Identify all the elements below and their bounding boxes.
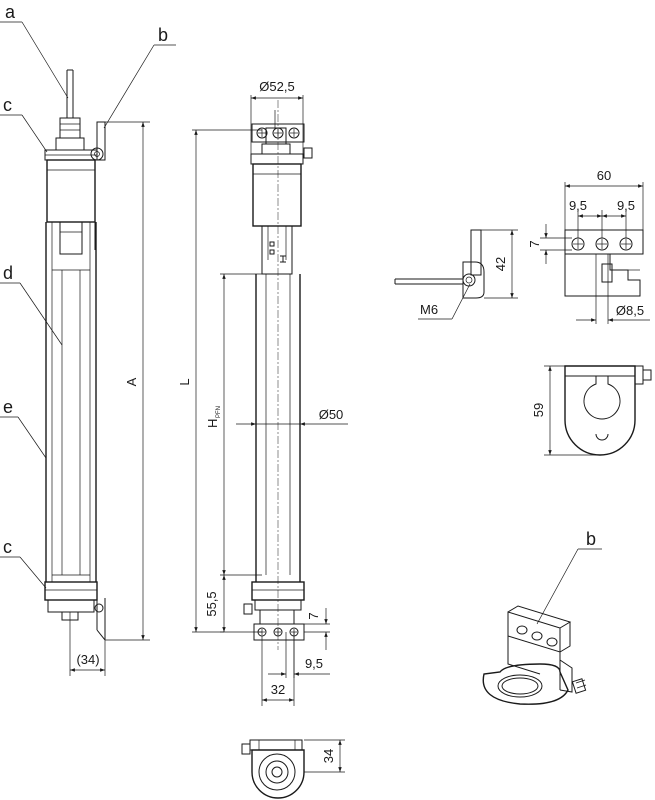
dim-34-side-label: (34) xyxy=(76,652,99,667)
dim-60: 60 xyxy=(564,168,644,230)
dim-M6-label: M6 xyxy=(420,302,438,317)
dim-9-5-front-label: 9,5 xyxy=(305,656,323,671)
dim-diameter-hole: Ø8,5 xyxy=(576,254,650,324)
bottom-view: 34 xyxy=(241,739,345,799)
dim-32: 32 xyxy=(261,636,295,706)
dim-55-5-label: 55,5 xyxy=(204,591,219,616)
dim-34-bottom-label: 34 xyxy=(321,749,336,763)
callout-c-bottom: c xyxy=(0,537,47,589)
side-view: A (34) a b c d xyxy=(0,2,176,676)
dim-H-subscript: PFN xyxy=(216,406,222,418)
dim-7-front-label: 7 xyxy=(306,612,321,619)
callout-b-iso: b xyxy=(536,529,602,625)
dim-59: 59 xyxy=(531,365,600,456)
callout-d-label: d xyxy=(3,263,13,283)
dim-diameter-top: Ø52,5 xyxy=(250,79,304,154)
dim-59-label: 59 xyxy=(531,403,546,417)
dim-H: H PFN xyxy=(205,273,262,576)
dim-9-5-right-label: 9,5 xyxy=(617,198,635,213)
front-view: Ø52,5 L H PFN Ø50 xyxy=(177,79,348,706)
callout-b-iso-label: b xyxy=(586,529,596,549)
front-top-cap xyxy=(250,153,304,275)
callout-b-side-label: b xyxy=(158,25,168,45)
callout-c-top: c xyxy=(0,95,48,153)
dim-A-label: A xyxy=(124,377,139,386)
front-gland xyxy=(261,110,291,155)
bottom-bracket xyxy=(94,598,106,641)
callout-c-top-label: c xyxy=(3,95,12,115)
callout-c-bottom-label: c xyxy=(3,537,12,557)
measuring-tube xyxy=(45,222,97,582)
bracket-top-view: 59 xyxy=(531,365,652,456)
dim-9-5-left-label: 9,5 xyxy=(569,198,587,213)
front-bottom-cap xyxy=(243,581,305,641)
top-bracket xyxy=(90,121,106,250)
dim-A: A xyxy=(105,121,150,641)
bracket-side-view: 42 M6 xyxy=(394,229,518,320)
dim-9-5-bracket-left: 9,5 xyxy=(569,198,603,238)
dim-42-label: 42 xyxy=(493,257,508,271)
dim-diameter-hole-label: Ø8,5 xyxy=(616,303,644,318)
dim-32-label: 32 xyxy=(271,682,285,697)
dim-H-label: H xyxy=(205,419,220,428)
dim-55-5: 55,5 xyxy=(204,575,226,633)
top-cap xyxy=(44,149,98,255)
dim-diameter-tube-label: Ø50 xyxy=(319,407,344,422)
dim-diameter-top-label: Ø52,5 xyxy=(259,79,294,94)
bracket-isometric: b xyxy=(482,529,602,705)
dim-60-label: 60 xyxy=(597,168,611,183)
callout-e: e xyxy=(0,397,47,459)
callout-a: a xyxy=(0,2,69,99)
dim-7-bracket: 7 xyxy=(527,224,572,264)
bottom-cap xyxy=(44,581,98,621)
callout-e-label: e xyxy=(3,397,13,417)
callout-b-side: b xyxy=(103,25,176,129)
dim-M6: M6 xyxy=(418,283,471,320)
dim-34-side: (34) xyxy=(69,620,106,676)
dim-7-bracket-label: 7 xyxy=(527,240,542,247)
cable xyxy=(66,69,74,118)
dim-34-bottom: 34 xyxy=(304,739,345,773)
dim-7-front: 7 xyxy=(304,608,330,650)
callout-a-label: a xyxy=(5,2,16,22)
cable-gland xyxy=(55,117,85,151)
callout-d: d xyxy=(0,263,63,346)
dim-9-5-bracket-right: 9,5 xyxy=(602,198,635,238)
dim-L-label: L xyxy=(177,378,192,385)
dim-9-5-front: 9,5 xyxy=(268,632,330,678)
dim-42: 42 xyxy=(481,229,518,299)
front-tube xyxy=(255,100,301,650)
bracket-front-view: 60 9,5 9,5 7 Ø8,5 xyxy=(527,168,650,324)
dim-diameter-tube: Ø50 xyxy=(236,407,348,426)
dim-L: L xyxy=(177,129,262,633)
